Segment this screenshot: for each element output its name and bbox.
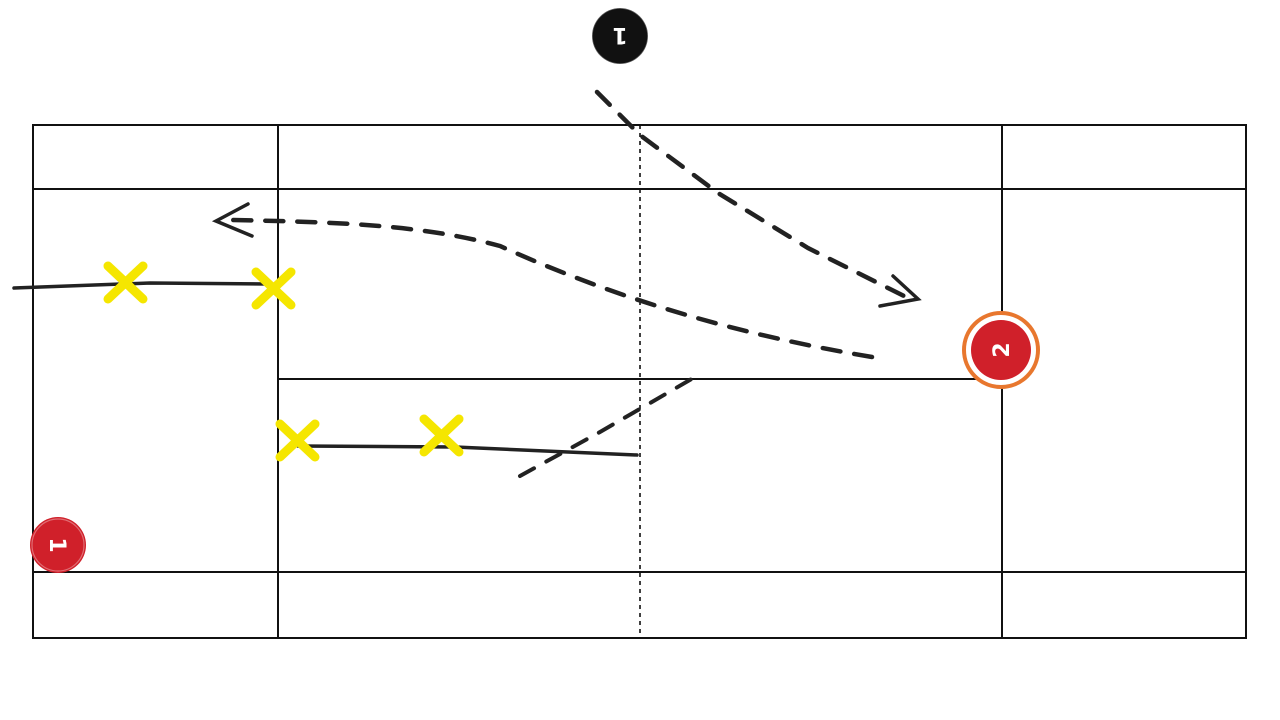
x-mark-icon: [251, 267, 296, 310]
x-mark-icon: [275, 419, 320, 462]
cone-markers: [103, 261, 464, 462]
arrow-head-right: [878, 274, 922, 308]
x-mark-icon: [419, 414, 464, 457]
path-return-to-left: [230, 217, 875, 360]
hand-drawn-line-top: [12, 281, 270, 290]
path-shot-to-right: [594, 89, 911, 301]
player-token-icon: [971, 320, 1031, 380]
x-mark-icon: [103, 261, 148, 304]
court: [32, 124, 1247, 639]
drawn-paths: [12, 89, 922, 478]
red-player-1[interactable]: 1: [30, 517, 86, 573]
red-player-2[interactable]: 2: [962, 311, 1040, 389]
hand-drawn-line-bottom: [296, 444, 639, 457]
arrow-head-left: [211, 202, 254, 238]
player-label: 1: [44, 537, 69, 552]
player-label: 1: [612, 22, 627, 47]
black-player[interactable]: 1: [591, 7, 649, 65]
player-token-icon: [592, 8, 648, 64]
player-token-icon: [30, 517, 86, 573]
path-diagonal-short: [518, 375, 697, 478]
player-label: 2: [990, 342, 1015, 357]
